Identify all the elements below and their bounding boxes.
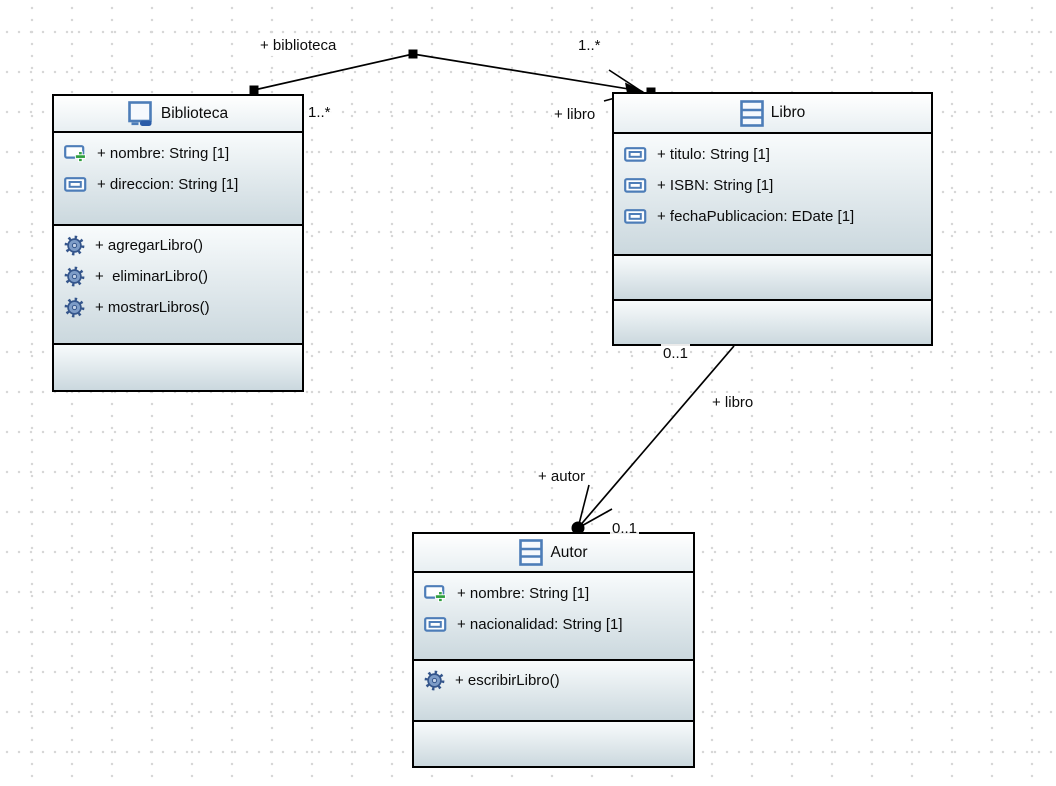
arrowhead-wing — [577, 484, 590, 529]
property-add-icon — [424, 585, 446, 602]
biblioteca-operations-compartment[interactable]: + agregarLibro() + eliminarLibro() + mos… — [54, 224, 302, 343]
class-name: Libro — [770, 104, 806, 121]
edge-handle-bendpoint[interactable] — [408, 49, 418, 59]
attribute-row[interactable]: + nombre: String [1] — [414, 578, 693, 609]
autor-operations-compartment[interactable]: + escribirLibro() — [414, 659, 693, 720]
operation-row[interactable]: + mostrarLibros() — [54, 292, 302, 323]
property-icon — [624, 147, 647, 162]
operation-row[interactable]: + escribirLibro() — [414, 665, 693, 696]
property-add-icon — [64, 145, 86, 162]
role-label-libro-bottom[interactable]: + libro — [710, 393, 756, 413]
autor-empty-compartment[interactable] — [414, 720, 693, 766]
attribute-label: + direccion: String [1] — [97, 176, 239, 193]
property-icon — [624, 178, 647, 193]
mult-label-biblioteca[interactable]: 1..* — [306, 103, 333, 123]
property-icon — [64, 177, 87, 192]
class-name: Autor — [550, 543, 588, 561]
class-biblioteca-header[interactable]: Biblioteca — [54, 96, 302, 131]
uml-class-icon — [519, 539, 544, 566]
association-biblioteca-libro[interactable] — [249, 49, 656, 102]
attribute-label: + fechaPublicacion: EDate [1] — [657, 208, 855, 225]
operation-label: + escribirLibro() — [455, 672, 560, 689]
operation-row[interactable]: + agregarLibro() — [54, 230, 302, 261]
attribute-label: + nombre: String [1] — [97, 145, 230, 162]
biblioteca-attributes-compartment[interactable]: + nombre: String [1] + direccion: String… — [54, 131, 302, 224]
uml-class-icon — [739, 99, 764, 127]
attribute-row[interactable]: + nombre: String [1] — [54, 138, 302, 169]
operation-gear-icon — [64, 266, 85, 287]
arrowhead-wing — [608, 69, 642, 92]
role-label-biblioteca[interactable]: + biblioteca — [258, 36, 339, 56]
libro-operations-compartment[interactable] — [614, 254, 931, 299]
libro-empty-compartment[interactable] — [614, 299, 931, 344]
attribute-label: + nacionalidad: String [1] — [457, 616, 623, 633]
class-name: Biblioteca — [160, 104, 229, 122]
operation-label: + agregarLibro() — [95, 237, 203, 254]
attribute-row[interactable]: + nacionalidad: String [1] — [414, 609, 693, 640]
uml-class-badged-icon — [128, 101, 152, 126]
role-label-autor[interactable]: + autor — [536, 467, 588, 487]
attribute-row[interactable]: + titulo: String [1] — [614, 139, 931, 170]
libro-attributes-compartment[interactable]: + titulo: String [1] + ISBN: String [1] … — [614, 132, 931, 254]
attribute-label: + nombre: String [1] — [457, 585, 590, 602]
class-libro[interactable]: Libro + titulo: String [1] + ISBN: Strin… — [612, 92, 933, 346]
class-libro-header[interactable]: Libro — [614, 94, 931, 132]
mult-label-autor[interactable]: 0..1 — [610, 519, 640, 539]
edge-anchor-dot[interactable] — [571, 521, 585, 535]
attribute-row[interactable]: + ISBN: String [1] — [614, 170, 931, 201]
operation-label: + mostrarLibros() — [95, 299, 210, 316]
operation-row[interactable]: + eliminarLibro() — [54, 261, 302, 292]
edge-handle-source[interactable] — [249, 85, 259, 95]
autor-attributes-compartment[interactable]: + nombre: String [1] + nacionalidad: Str… — [414, 571, 693, 659]
operation-label: + eliminarLibro() — [95, 268, 208, 285]
mult-label-libro-bottom[interactable]: 0..1 — [661, 344, 691, 364]
role-label-libro-top[interactable]: + libro — [552, 105, 598, 125]
attribute-label: + titulo: String [1] — [657, 146, 770, 163]
attribute-row[interactable]: + direccion: String [1] — [54, 169, 302, 200]
mult-label-libro-top[interactable]: 1..* — [576, 36, 603, 56]
property-icon — [424, 617, 447, 632]
operation-gear-icon — [64, 297, 85, 318]
attribute-row[interactable]: + fechaPublicacion: EDate [1] — [614, 201, 931, 232]
association-libro-autor[interactable] — [571, 345, 735, 535]
attribute-label: + ISBN: String [1] — [657, 177, 774, 194]
class-autor-header[interactable]: Autor — [414, 534, 693, 571]
biblioteca-empty-compartment[interactable] — [54, 343, 302, 390]
class-autor[interactable]: Autor + nombre: String [1] + naciona — [412, 532, 695, 768]
property-icon — [624, 209, 647, 224]
operation-gear-icon — [64, 235, 85, 256]
class-biblioteca[interactable]: Biblioteca + nombre: String [1] + di — [52, 94, 304, 392]
operation-gear-icon — [424, 670, 445, 691]
